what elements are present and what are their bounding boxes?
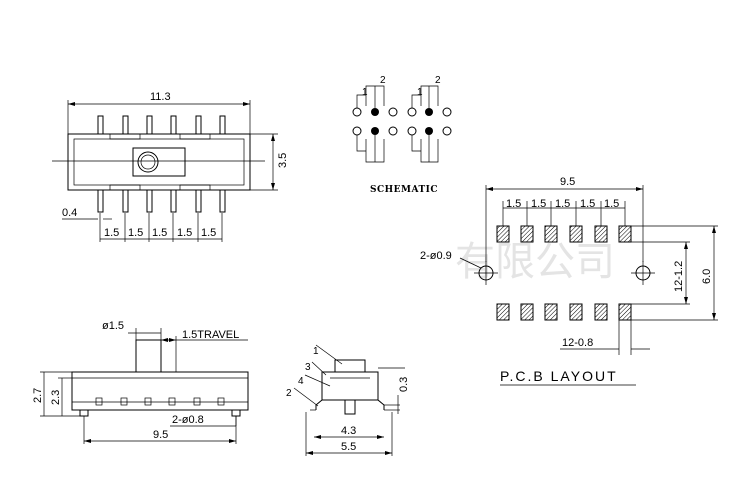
schematic-pin-label: 1 bbox=[417, 87, 423, 98]
pcb-layout: 9.5 1.5 1.5 1.5 1.5 1.5 bbox=[420, 176, 718, 386]
hole-label: 2-ø0.9 bbox=[420, 250, 452, 262]
pad-width-label: 12-0.8 bbox=[562, 337, 593, 349]
pcb-width-label: 9.5 bbox=[560, 176, 575, 188]
front-width-label: 9.5 bbox=[153, 429, 168, 441]
schematic-pin-label: 2 bbox=[380, 75, 386, 86]
pcb-layout-title: P.C.B LAYOUT bbox=[500, 368, 618, 384]
travel-label: 1.5TRAVEL bbox=[182, 329, 239, 341]
side-outer-width-label: 5.5 bbox=[341, 441, 356, 453]
pcb-pitch-label: 1.5 bbox=[604, 198, 619, 210]
side-inner-width-label: 4.3 bbox=[341, 425, 356, 437]
top-height-label: 3.5 bbox=[277, 153, 289, 168]
pin-width-label: 0.4 bbox=[62, 207, 77, 219]
row-spacing-label: 12-1.2 bbox=[673, 261, 685, 292]
switch-body-side bbox=[321, 371, 379, 401]
top-pitch-label: 1.5 bbox=[152, 227, 167, 239]
callout-label: 2 bbox=[286, 388, 292, 399]
front-outer-height-label: 2.7 bbox=[32, 388, 44, 403]
top-pitch-label: 1.5 bbox=[201, 227, 216, 239]
pcb-pitch-label: 1.5 bbox=[531, 198, 546, 210]
slider-track bbox=[132, 147, 186, 177]
top-pitch-label: 1.5 bbox=[128, 227, 143, 239]
front-view: ø1.5 1.5TRAVEL 2.7 2.3 2-ø0.8 9.5 bbox=[32, 320, 249, 444]
side-offset-label: 0.3 bbox=[398, 377, 410, 392]
schematic: 1 2 1 2 SCHEMATIC bbox=[352, 75, 452, 195]
top-width-label: 11.3 bbox=[150, 91, 171, 103]
pcb-pitch-label: 1.5 bbox=[580, 198, 595, 210]
callout-label: 3 bbox=[305, 362, 311, 373]
top-pitch-label: 1.5 bbox=[177, 227, 192, 239]
slider-knob bbox=[137, 151, 159, 173]
peg-label: 2-ø0.8 bbox=[172, 414, 204, 426]
front-inner-height-label: 2.3 bbox=[50, 390, 62, 405]
switch-body-top bbox=[67, 133, 251, 191]
callout-label: 1 bbox=[313, 346, 319, 357]
switch-body-front bbox=[71, 371, 249, 411]
knob-diameter-label: ø1.5 bbox=[102, 320, 124, 332]
side-view: 1 3 4 2 0.3 4.3 5.5 bbox=[286, 344, 410, 456]
top-pitch-label: 1.5 bbox=[104, 227, 119, 239]
schematic-title: SCHEMATIC bbox=[370, 185, 438, 195]
schematic-pin-label: 2 bbox=[435, 75, 441, 86]
pcb-height-label: 6.0 bbox=[701, 269, 713, 284]
top-view: 11.3 3.5 0.4 bbox=[52, 91, 289, 242]
slider-knob-front bbox=[135, 339, 162, 373]
schematic-pin-label: 1 bbox=[362, 87, 368, 98]
watermark: 有限公司 bbox=[455, 239, 615, 285]
pcb-pitch-label: 1.5 bbox=[555, 198, 570, 210]
pcb-pitch-label: 1.5 bbox=[506, 198, 521, 210]
callout-label: 4 bbox=[298, 376, 304, 387]
